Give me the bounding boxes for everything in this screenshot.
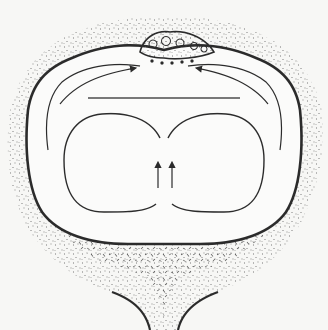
main-cavity: [27, 45, 302, 244]
